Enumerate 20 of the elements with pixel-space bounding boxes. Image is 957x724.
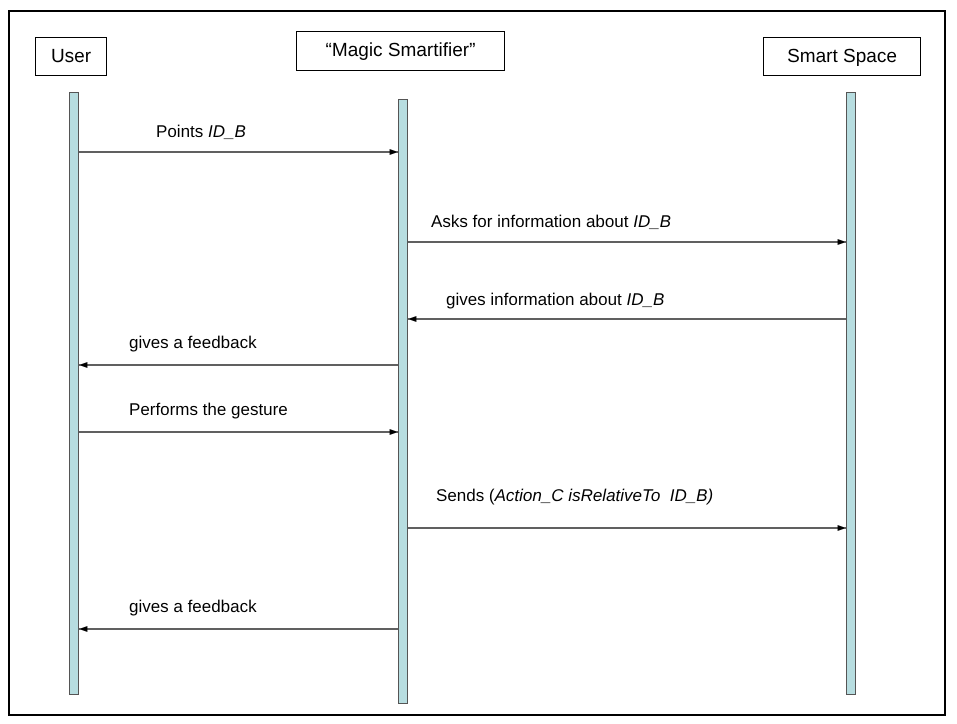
message-arrow xyxy=(79,626,398,632)
edge-label: Sends (Action_C isRelativeTo ID_B) xyxy=(435,486,714,506)
message-arrow xyxy=(408,525,846,531)
message-arrow xyxy=(408,239,846,245)
lifeline-bar xyxy=(846,92,856,695)
message-arrow xyxy=(79,429,398,435)
edge-label: gives information about ID_B xyxy=(445,290,666,310)
edge-label: Performs the gesture xyxy=(128,400,289,420)
lifeline-bar xyxy=(69,92,79,695)
message-arrow xyxy=(79,362,398,368)
edge-label: Points ID_B xyxy=(155,122,247,142)
participant-box: “Magic Smartifier” xyxy=(296,31,505,71)
message-arrow xyxy=(79,149,398,155)
message-arrow xyxy=(408,316,846,322)
edge-label: gives a feedback xyxy=(128,333,258,353)
edge-label: gives a feedback xyxy=(128,597,258,617)
participant-box: User xyxy=(35,37,107,76)
lifeline-bar xyxy=(398,99,408,704)
participant-box: Smart Space xyxy=(763,37,921,76)
edge-label: Asks for information about ID_B xyxy=(430,212,672,232)
